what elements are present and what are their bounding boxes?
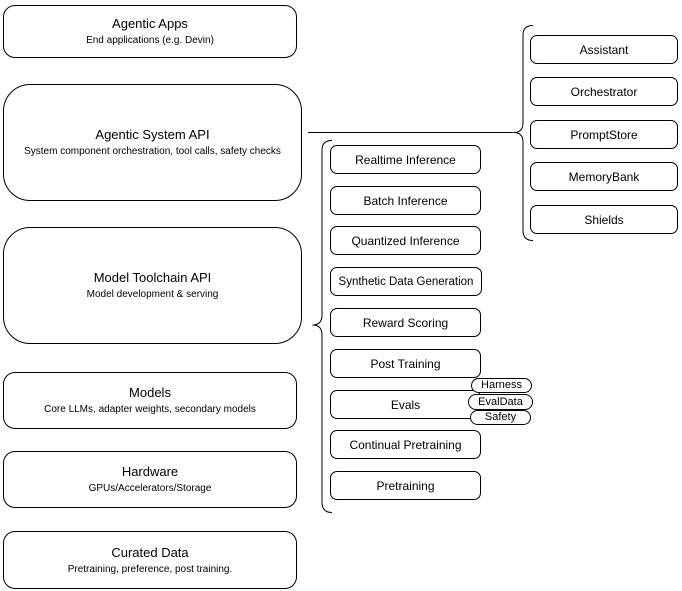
layer-box-model-toolchain-api: Model Toolchain API Model development & … bbox=[3, 227, 302, 344]
service-box-quantized-inference: Quantized Inference bbox=[330, 226, 481, 255]
layer-title: Agentic Apps bbox=[112, 16, 188, 31]
layer-box-curated-data: Curated Data Pretraining, preference, po… bbox=[3, 531, 297, 589]
eval-tag-safety: Safety bbox=[470, 410, 531, 425]
layer-subtitle: Model development & serving bbox=[86, 289, 219, 300]
layer-title: Agentic System API bbox=[95, 127, 210, 142]
layer-subtitle: System component orchestration, tool cal… bbox=[24, 146, 281, 157]
component-box-shields: Shields bbox=[530, 205, 678, 234]
service-box-synthetic-data-generation: Synthetic Data Generation bbox=[330, 267, 482, 296]
component-box-orchestrator: Orchestrator bbox=[530, 77, 678, 106]
layer-box-agentic-system-api: Agentic System API System component orch… bbox=[3, 84, 302, 201]
eval-tag-evaldata: EvalData bbox=[468, 394, 533, 410]
layer-title: Hardware bbox=[121, 464, 179, 479]
layer-title: Models bbox=[129, 385, 171, 400]
service-box-post-training: Post Training bbox=[330, 349, 481, 378]
layer-box-hardware: Hardware GPUs/Accelerators/Storage bbox=[3, 451, 297, 508]
layer-subtitle: Core LLMs, adapter weights, secondary mo… bbox=[44, 404, 256, 415]
layer-subtitle: End applications (e.g. Devin) bbox=[86, 35, 214, 46]
layer-box-models: Models Core LLMs, adapter weights, secon… bbox=[3, 372, 297, 429]
component-box-promptstore: PromptStore bbox=[530, 120, 678, 149]
eval-tag-harness: Harness bbox=[471, 378, 532, 393]
component-box-assistant: Assistant bbox=[530, 35, 678, 64]
service-box-reward-scoring: Reward Scoring bbox=[330, 308, 481, 337]
layer-subtitle: Pretraining, preference, post training. bbox=[67, 563, 233, 575]
layer-title: Curated Data bbox=[111, 544, 189, 560]
service-box-evals: Evals bbox=[330, 390, 481, 419]
service-box-continual-pretraining: Continual Pretraining bbox=[330, 430, 481, 459]
service-box-realtime-inference: Realtime Inference bbox=[330, 145, 481, 174]
layer-subtitle: GPUs/Accelerators/Storage bbox=[88, 483, 212, 494]
layer-box-agentic-apps: Agentic Apps End applications (e.g. Devi… bbox=[3, 5, 297, 58]
service-box-batch-inference: Batch Inference bbox=[330, 186, 481, 215]
layer-title: Model Toolchain API bbox=[93, 270, 212, 285]
service-box-pretraining: Pretraining bbox=[330, 471, 481, 500]
component-box-memorybank: MemoryBank bbox=[530, 162, 678, 191]
